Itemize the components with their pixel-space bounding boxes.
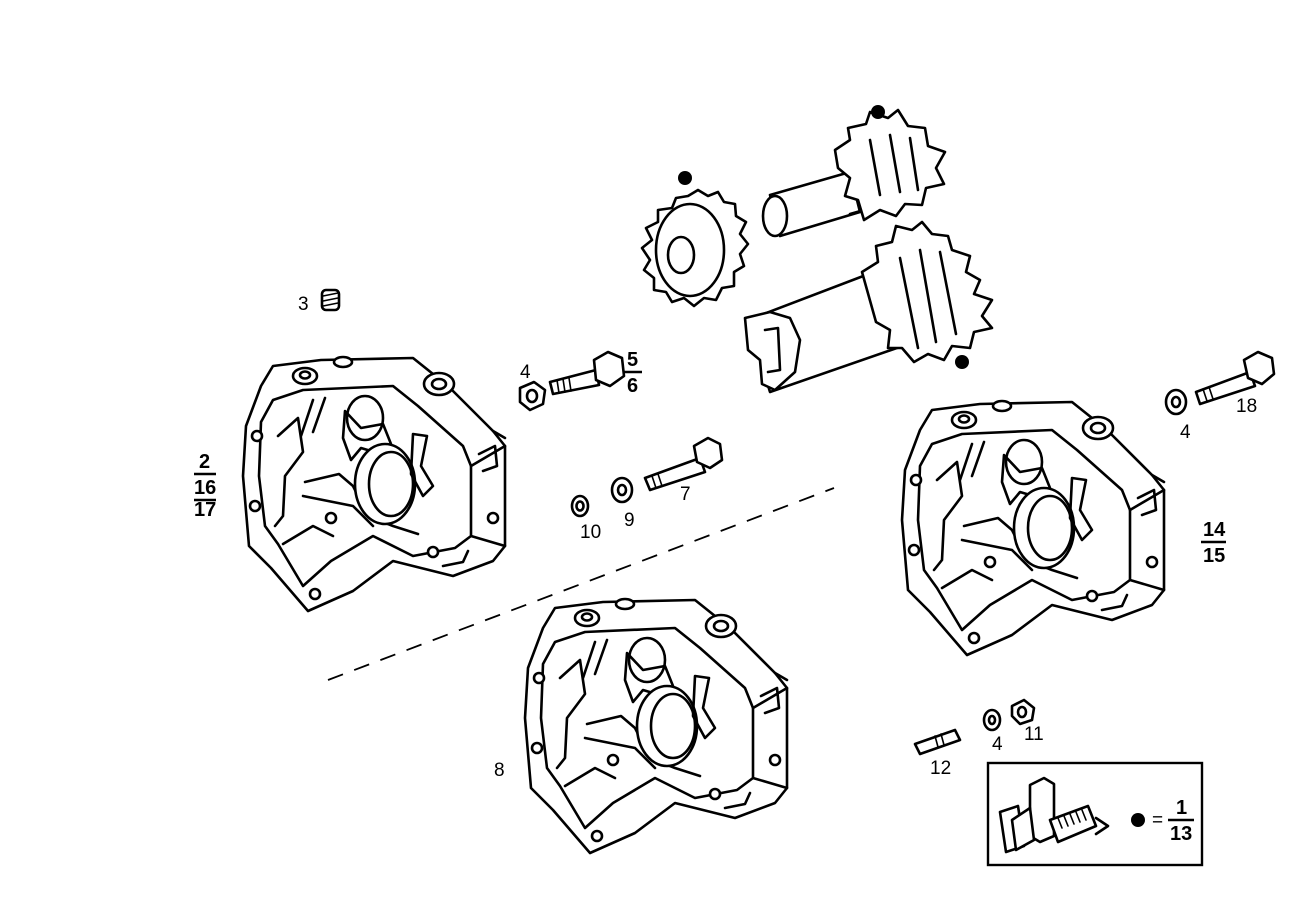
callout-15: 15 xyxy=(1203,545,1225,567)
legend-part-1: 1 xyxy=(1176,797,1187,819)
washer-9 xyxy=(610,476,634,504)
dot-marker-legend xyxy=(1131,813,1145,827)
dot-marker-lower-shaft xyxy=(955,355,969,369)
bolt-18 xyxy=(1194,350,1276,406)
callout-2: 2 xyxy=(199,451,210,473)
callout-3: 3 xyxy=(298,294,309,315)
callout-12: 12 xyxy=(930,758,951,779)
callout-18: 18 xyxy=(1236,396,1257,417)
dot-marker-gear-disc xyxy=(678,171,692,185)
callout-10: 10 xyxy=(580,522,601,543)
callout-14: 14 xyxy=(1203,519,1226,541)
gear-disc xyxy=(640,188,750,308)
callout-8: 8 xyxy=(494,760,505,781)
callout-4-bottom: 4 xyxy=(992,734,1003,755)
callout-9: 9 xyxy=(624,510,635,531)
callout-16: 16 xyxy=(194,477,216,499)
nut-10 xyxy=(570,494,590,518)
callout-4-right: 4 xyxy=(1180,422,1191,443)
stud-12 xyxy=(913,728,962,756)
assembly-dashed-line xyxy=(327,487,835,681)
callout-6: 6 xyxy=(627,375,638,397)
threaded-plug xyxy=(320,288,341,312)
callout-4-top: 4 xyxy=(520,362,531,383)
callout-17: 17 xyxy=(194,499,216,521)
gear-housing-right xyxy=(900,399,1166,657)
callout-5: 5 xyxy=(627,349,638,371)
nut-11 xyxy=(1010,698,1036,726)
stud-bolt xyxy=(548,350,626,396)
washer-right xyxy=(1164,388,1188,416)
legend-part-13: 13 xyxy=(1170,823,1192,845)
nut-top xyxy=(518,380,547,412)
gasket-kit-icon xyxy=(998,776,1110,854)
callout-11: 11 xyxy=(1024,724,1044,745)
bolt-7 xyxy=(643,436,724,492)
gear-shaft-lower xyxy=(743,220,994,394)
callout-7: 7 xyxy=(680,484,691,505)
legend-equals: = xyxy=(1152,810,1163,831)
legend-box: = 1 13 xyxy=(986,761,1204,867)
gear-shaft-upper xyxy=(761,108,947,238)
gear-housing-bottom xyxy=(523,597,789,855)
washer-bottom xyxy=(982,708,1002,732)
dot-marker-upper-shaft xyxy=(871,105,885,119)
gear-housing-left xyxy=(241,355,507,613)
